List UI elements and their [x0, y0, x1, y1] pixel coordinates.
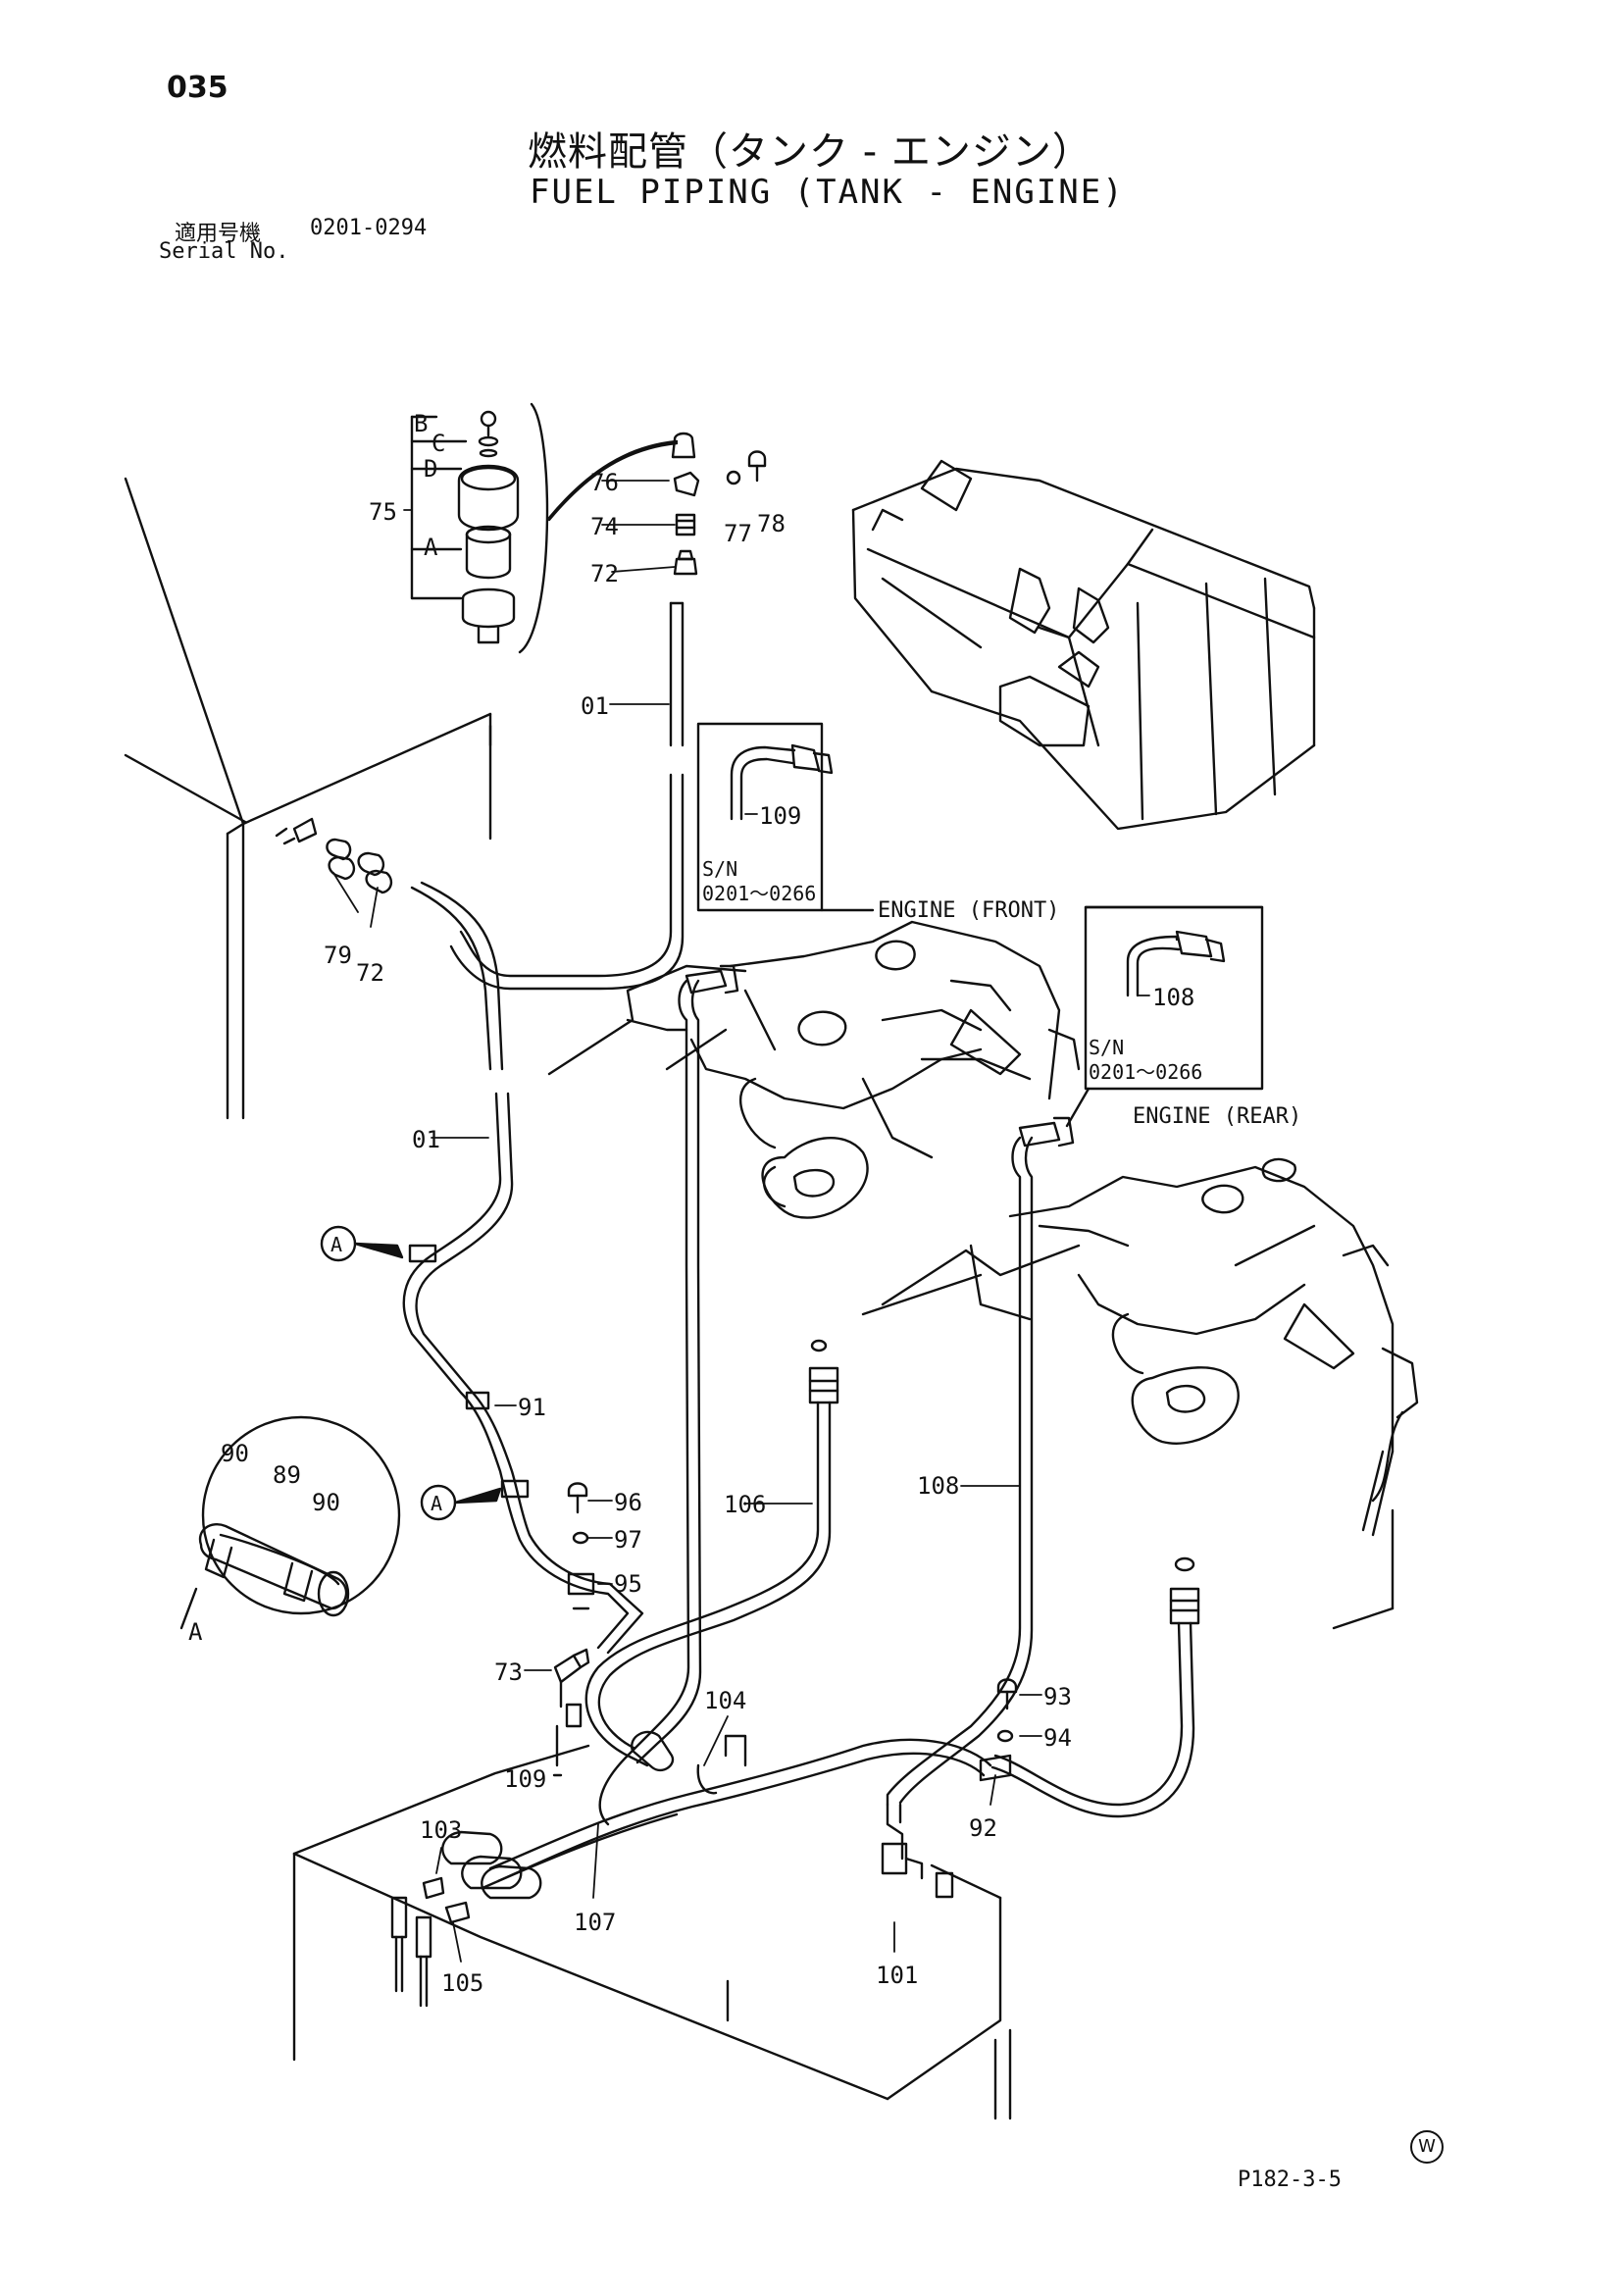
callout-91: 91: [518, 1394, 546, 1421]
callout-b: B: [414, 410, 428, 437]
callout-97: 97: [614, 1526, 642, 1554]
small-bolts: [567, 1339, 1018, 1743]
callout-105: 105: [441, 1969, 483, 1997]
callout-a-marker-2: A: [431, 1492, 442, 1515]
callout-c: C: [431, 430, 445, 457]
sn-box-109: [696, 722, 824, 912]
hose-108: [886, 1116, 1075, 1807]
callout-72-top: 72: [590, 560, 619, 587]
tank-fittings: [275, 817, 393, 894]
callout-73: 73: [494, 1658, 523, 1686]
hydraulic-tank-outline: [292, 1744, 1012, 2120]
title-japanese: 燃料配管（タンク - エンジン）: [528, 129, 1092, 175]
engine-rear-label: ENGINE (REAR): [1133, 1104, 1301, 1129]
callout-a-marker-1: A: [330, 1233, 342, 1256]
page-number: 035: [167, 71, 228, 105]
detail-a-label: A: [188, 1618, 203, 1646]
callout-leaders: [332, 480, 1150, 1963]
filter-assembly: [410, 402, 679, 654]
callout-78: 78: [757, 510, 786, 537]
section-labels: S/N 0201～0266 S/N 0201～0266 ENGINE (FRON…: [702, 857, 1301, 1129]
callout-01-mid: 01: [412, 1126, 440, 1153]
callout-74: 74: [590, 513, 619, 540]
callout-90-left: 90: [221, 1440, 249, 1467]
page-reference: P182-3-5: [1238, 2168, 1342, 2192]
engine-rear-outline: [861, 1157, 1419, 1630]
serial-range: 0201-0294: [310, 216, 428, 240]
callout-108: 108: [917, 1472, 959, 1500]
engine-front-label: ENGINE (FRONT): [878, 898, 1059, 923]
callout-104: 104: [704, 1687, 746, 1714]
sn-box-109-hose: [730, 743, 834, 821]
title-english: FUEL PIPING (TANK - ENGINE): [530, 173, 1125, 212]
serial-label-english: Serial No.: [159, 239, 289, 264]
callout-95: 95: [614, 1570, 642, 1598]
callout-96: 96: [614, 1489, 642, 1516]
callout-109-box: 109: [759, 802, 801, 830]
callout-77: 77: [724, 520, 752, 547]
callout-numbers: B C D A 75 76 74 72 77 78 01 01 79 72 91…: [188, 410, 1194, 1997]
pipe-01-lower: [402, 881, 644, 1655]
callout-d: D: [424, 455, 437, 483]
sn-range-108: 0201～0266: [1089, 1060, 1202, 1084]
callout-101: 101: [876, 1962, 918, 1989]
callout-a-arrows: [320, 1225, 502, 1521]
fuel-tank-outline: [124, 477, 492, 1120]
callout-92: 92: [969, 1814, 997, 1842]
callout-93: 93: [1043, 1683, 1072, 1710]
callout-103: 103: [420, 1816, 462, 1844]
hose-106: [584, 1366, 839, 1767]
callout-108-box: 108: [1152, 984, 1194, 1011]
callout-94: 94: [1043, 1724, 1072, 1752]
callout-a-sub: A: [424, 534, 438, 561]
serial-label-japanese: 適用号機: [175, 222, 262, 246]
callout-89: 89: [273, 1461, 301, 1489]
engine-front-outline: [547, 920, 1081, 1219]
callout-72: 72: [356, 959, 384, 987]
w-mark-icon: W: [1410, 2130, 1444, 2164]
callout-01-top: 01: [581, 692, 609, 720]
callout-109-lower: 109: [504, 1765, 546, 1793]
hose-109: [598, 964, 739, 1826]
sn-range-109: 0201～0266: [702, 882, 816, 905]
fitting-73: [553, 1648, 590, 1709]
pump-fittings: [390, 1703, 747, 2008]
sn-label-109: S/N: [702, 857, 737, 881]
pipe-01: [449, 601, 685, 991]
callout-106: 106: [724, 1491, 766, 1518]
sn-box-108-hose: [1065, 930, 1226, 1128]
fitting-101: [881, 1803, 954, 1899]
pipe-clamps: [408, 1244, 595, 1610]
callout-75: 75: [369, 498, 397, 526]
sn-label-108: S/N: [1089, 1036, 1124, 1059]
callout-79: 79: [324, 942, 352, 969]
detail-a: [179, 1415, 401, 1630]
hose-92: [979, 1556, 1200, 1818]
hose-107: [481, 1738, 992, 1890]
callout-90-right: 90: [312, 1489, 340, 1516]
callout-76: 76: [590, 469, 619, 496]
callout-107: 107: [574, 1909, 616, 1936]
top-fittings: [671, 432, 767, 576]
machine-top-view: [851, 459, 1316, 831]
